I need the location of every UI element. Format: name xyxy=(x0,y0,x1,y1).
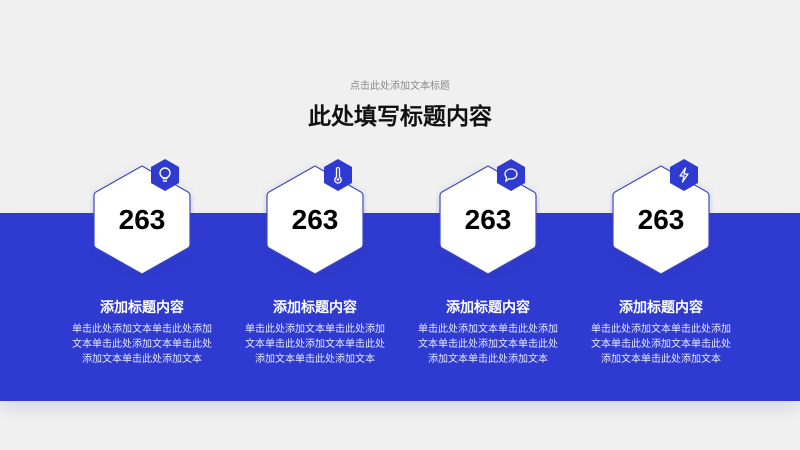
card-title: 添加标题内容 xyxy=(446,299,530,315)
stat-value: 263 xyxy=(291,204,339,235)
description-line: 单击此处添加文本单击此处添加 xyxy=(591,324,731,335)
lightbulb-icon xyxy=(159,167,171,182)
description-line: 文本单击此处添加文本单击此处 xyxy=(418,339,558,350)
page-title: 此处填写标题内容 xyxy=(308,103,492,129)
card-description: 单击此处添加文本单击此处添加文本单击此处添加文本单击此处添加文本单击此处添加文本 xyxy=(403,322,573,367)
stat-card: 263 添加标题内容 单击此处添加文本单击此处添加文本单击此处添加文本单击此处添… xyxy=(57,158,227,378)
description-line: 添加文本单击此处添加文本 xyxy=(601,354,721,365)
card-title: 添加标题内容 xyxy=(619,299,703,315)
icon-badge xyxy=(670,159,698,191)
description-line: 文本单击此处添加文本单击此处 xyxy=(72,339,212,350)
icon-badge xyxy=(324,159,352,191)
hexagon-frame xyxy=(93,165,191,275)
thermometer-icon xyxy=(334,166,342,184)
icon-badge xyxy=(151,159,179,191)
chat-bubble-icon xyxy=(504,168,518,183)
stat-value: 263 xyxy=(118,204,166,235)
stat-card: 263 添加标题内容 单击此处添加文本单击此处添加文本单击此处添加文本单击此处添… xyxy=(576,158,746,378)
hexagon-frame xyxy=(612,165,710,275)
description-line: 添加文本单击此处添加文本 xyxy=(428,354,548,365)
card-description: 单击此处添加文本单击此处添加文本单击此处添加文本单击此处添加文本单击此处添加文本 xyxy=(230,322,400,367)
stat-card: 263 添加标题内容 单击此处添加文本单击此处添加文本单击此处添加文本单击此处添… xyxy=(403,158,573,378)
description-line: 单击此处添加文本单击此处添加 xyxy=(72,324,212,335)
description-line: 添加文本单击此处添加文本 xyxy=(255,354,375,365)
card-title: 添加标题内容 xyxy=(100,299,184,315)
icon-badge xyxy=(497,159,525,191)
card-description: 单击此处添加文本单击此处添加文本单击此处添加文本单击此处添加文本单击此处添加文本 xyxy=(576,322,746,367)
hexagon-frame xyxy=(266,165,364,275)
description-line: 单击此处添加文本单击此处添加 xyxy=(245,324,385,335)
hexagon-frame xyxy=(439,165,537,275)
description-line: 单击此处添加文本单击此处添加 xyxy=(418,324,558,335)
stat-value: 263 xyxy=(637,204,685,235)
subtitle: 点击此处添加文本标题 xyxy=(350,81,450,92)
card-description: 单击此处添加文本单击此处添加文本单击此处添加文本单击此处添加文本单击此处添加文本 xyxy=(57,322,227,367)
stat-card: 263 添加标题内容 单击此处添加文本单击此处添加文本单击此处添加文本单击此处添… xyxy=(230,158,400,378)
stat-value: 263 xyxy=(464,204,512,235)
description-line: 文本单击此处添加文本单击此处 xyxy=(591,339,731,350)
lightning-icon xyxy=(679,167,689,183)
description-line: 文本单击此处添加文本单击此处 xyxy=(245,339,385,350)
description-line: 添加文本单击此处添加文本 xyxy=(82,354,202,365)
card-title: 添加标题内容 xyxy=(273,299,357,315)
